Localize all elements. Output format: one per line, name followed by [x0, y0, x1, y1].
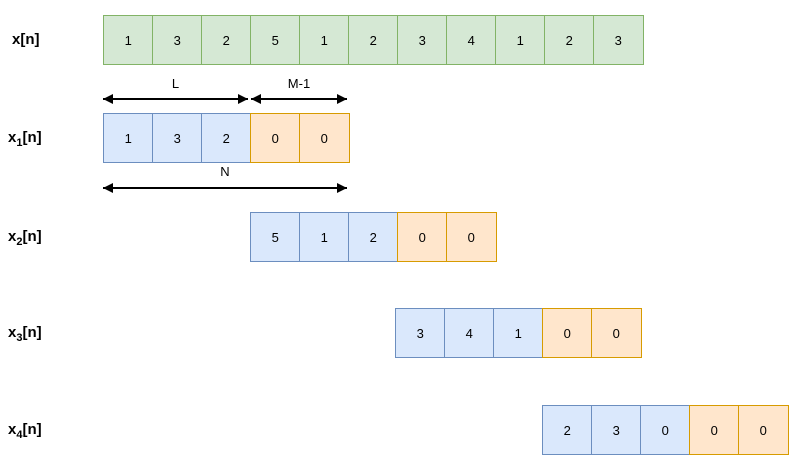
zero-padding-cell: 0 [591, 308, 642, 358]
block-data-cell: 3 [395, 308, 446, 358]
signal-cell: 1 [495, 15, 546, 65]
l-dimension-label: L [171, 76, 180, 91]
zero-padding-cell: 0 [738, 405, 789, 455]
block-1-cells-row: 1 3 2 0 0 [103, 113, 350, 163]
label-base: x [12, 31, 21, 48]
signal-cell: 1 [103, 15, 154, 65]
block-data-cell: 3 [152, 113, 203, 163]
block-3-label: x3[n] [8, 323, 42, 344]
block-data-cell: 3 [591, 405, 642, 455]
label-base: x [8, 129, 17, 146]
zero-padding-cell: 0 [689, 405, 740, 455]
label-subscript: 1 [16, 137, 23, 149]
block-data-cell: 5 [250, 212, 301, 262]
zero-padding-cell: 0 [542, 308, 593, 358]
zero-padding-cell: 0 [446, 212, 497, 262]
label-suffix: [n] [20, 31, 40, 48]
signal-cell: 3 [152, 15, 203, 65]
signal-cell: 1 [299, 15, 350, 65]
block-data-cell: 1 [103, 113, 154, 163]
signal-cell: 2 [201, 15, 252, 65]
label-suffix: [n] [22, 421, 42, 438]
block-3-cells-row: 3 4 1 0 0 [395, 308, 642, 358]
label-suffix: [n] [22, 129, 42, 146]
label-suffix: [n] [22, 324, 42, 341]
signal-cell: 3 [397, 15, 448, 65]
block-data-cell: 2 [542, 405, 593, 455]
signal-row-label: x[n] [12, 30, 40, 50]
block-2-label: x2[n] [8, 227, 42, 248]
label-suffix: [n] [22, 228, 42, 245]
n-dimension-arrow [103, 183, 347, 193]
block-data-cell: 2 [201, 113, 252, 163]
l-dimension-arrow [103, 94, 248, 104]
block-data-cell: 1 [493, 308, 544, 358]
label-base: x [8, 421, 17, 438]
block-data-cell: 1 [299, 212, 350, 262]
block-data-cell: 4 [444, 308, 495, 358]
signal-cell: 2 [348, 15, 399, 65]
label-base: x [8, 324, 17, 341]
block-data-cell: 0 [640, 405, 691, 455]
signal-cell: 4 [446, 15, 497, 65]
signal-cell: 2 [544, 15, 595, 65]
label-subscript: 4 [16, 429, 23, 441]
block-data-cell: 2 [348, 212, 399, 262]
signal-cells-row: 1 3 2 5 1 2 3 4 1 2 3 [103, 15, 644, 65]
n-dimension-label: N [220, 164, 230, 179]
m-minus-1-dimension-arrow [251, 94, 347, 104]
zero-padding-cell: 0 [250, 113, 301, 163]
label-subscript: 2 [16, 236, 23, 248]
label-subscript: 3 [16, 332, 23, 344]
block-4-cells-row: 2 3 0 0 0 [542, 405, 789, 455]
label-base: x [8, 228, 17, 245]
block-1-label: x1[n] [8, 128, 42, 149]
block-4-label: x4[n] [8, 420, 42, 441]
block-2-cells-row: 5 1 2 0 0 [250, 212, 497, 262]
zero-padding-cell: 0 [397, 212, 448, 262]
m-minus-1-dimension-label: M-1 [287, 76, 311, 91]
zero-padding-cell: 0 [299, 113, 350, 163]
signal-cell: 3 [593, 15, 644, 65]
signal-cell: 5 [250, 15, 301, 65]
